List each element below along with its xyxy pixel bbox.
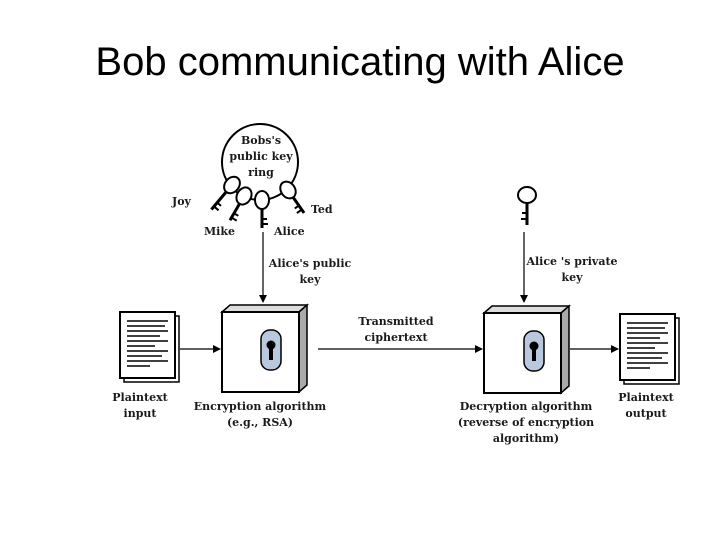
decryption-algorithm-label: Decryption algorithm (reverse of encrypt…	[457, 400, 595, 445]
decryption-box	[482, 304, 571, 395]
key-label-alice: Alice	[274, 225, 305, 238]
key-label-joy: Joy	[172, 195, 191, 208]
transmitted-ciphertext-label: Transmitted ciphertext	[358, 315, 434, 344]
plaintext-output-label: Plaintext output	[618, 391, 674, 420]
encryption-algorithm-label: Encryption algorithm (e.g., RSA)	[193, 400, 327, 429]
key-ring-label: Bobs's public key ring	[229, 134, 293, 179]
page-title: Bob communicating with Alice	[95, 40, 625, 84]
key-icon-ted	[279, 180, 306, 214]
keyhole-icon-encrypt	[260, 329, 282, 371]
document-icon-output	[619, 313, 680, 385]
key-icon-joy	[210, 175, 241, 212]
encryption-box	[220, 303, 309, 394]
plaintext-input-label: Plaintext input	[112, 391, 168, 420]
key-label-ted: Ted	[311, 203, 333, 216]
key-icon-mike	[228, 186, 253, 222]
alice-private-key-label: Alice 's private key	[526, 255, 618, 284]
key-icon-alice	[254, 190, 270, 228]
key-label-mike: Mike	[204, 225, 235, 238]
document-icon-input	[119, 311, 180, 383]
key-icon-private	[517, 186, 537, 225]
keyhole-icon-decrypt	[523, 330, 545, 372]
alice-public-key-label: Alice's public key	[268, 257, 352, 286]
